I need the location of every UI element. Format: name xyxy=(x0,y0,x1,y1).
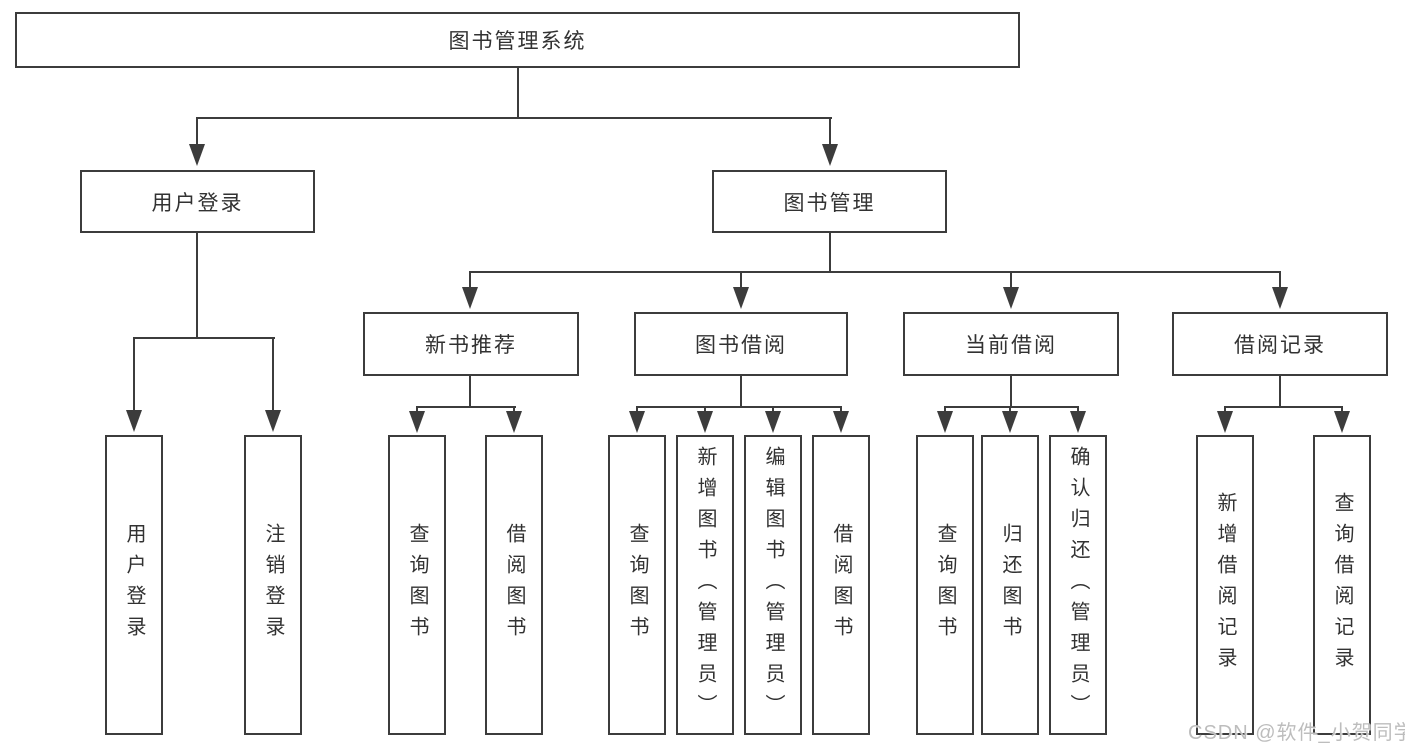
arrowhead-cb-query xyxy=(937,411,953,433)
leaf-logout-login: 注销登录 xyxy=(244,435,302,735)
leaf-bb-borrow-books: 借阅图书 xyxy=(812,435,870,735)
connector-book-borrow-trunk xyxy=(740,375,742,408)
leaf-bb-query-books-label: 查询图书 xyxy=(626,523,648,647)
leaf-cb-confirm-return-admin: 确认归还（管理员） xyxy=(1049,435,1107,735)
connector-user-login-trunk xyxy=(196,232,198,338)
leaf-br-query-record-label: 查询借阅记录 xyxy=(1331,492,1353,678)
leaf-cb-return-books: 归还图书 xyxy=(981,435,1039,735)
connector-drop-cb-confirm xyxy=(1077,406,1079,413)
connector-borrow-records-crossbar xyxy=(1224,406,1343,408)
connector-drop-nb-borrow xyxy=(513,406,515,413)
leaf-nb-query-books: 查询图书 xyxy=(388,435,446,735)
connector-drop-bb-query xyxy=(636,406,638,413)
node-current-borrow: 当前借阅 xyxy=(903,312,1119,376)
csdn-watermark: CSDN @软件_小贺同学 xyxy=(1188,722,1405,744)
leaf-cb-return-books-label: 归还图书 xyxy=(999,523,1021,647)
connector-drop-new-books xyxy=(469,271,471,288)
leaf-nb-query-books-label: 查询图书 xyxy=(406,523,428,647)
connector-drop-nb-query xyxy=(416,406,418,413)
leaf-bb-add-book-admin-label: 新增图书（管理员） xyxy=(694,445,716,725)
arrowhead-bb-edit xyxy=(765,411,781,433)
node-library-system: 图书管理系统 xyxy=(15,12,1020,68)
leaf-br-add-record-label: 新增借阅记录 xyxy=(1214,492,1236,678)
node-new-book-recommend: 新书推荐 xyxy=(363,312,579,376)
connector-drop-cb-return xyxy=(1009,406,1011,413)
connector-drop-leaf-user-login xyxy=(133,337,135,411)
arrowhead-book-borrow xyxy=(733,287,749,309)
node-book-borrow: 图书借阅 xyxy=(634,312,848,376)
node-book-management: 图书管理 xyxy=(712,170,947,233)
arrowhead-leaf-logout xyxy=(265,410,281,432)
connector-root-crossbar xyxy=(196,117,832,119)
connector-current-borrow-trunk xyxy=(1010,375,1012,408)
connector-borrow-records-trunk xyxy=(1279,375,1281,408)
leaf-cb-confirm-return-admin-label: 确认归还（管理员） xyxy=(1067,445,1089,725)
leaf-user-login: 用户登录 xyxy=(105,435,163,735)
connector-drop-bb-add xyxy=(704,406,706,413)
arrowhead-bb-borrow xyxy=(833,411,849,433)
connector-drop-bb-borrow xyxy=(840,406,842,413)
connector-drop-book-management xyxy=(829,117,831,145)
leaf-br-query-record: 查询借阅记录 xyxy=(1313,435,1371,735)
arrowhead-nb-query xyxy=(409,411,425,433)
node-current-borrow-label: 当前借阅 xyxy=(965,334,1057,357)
connector-drop-user-login xyxy=(196,117,198,145)
leaf-user-login-label: 用户登录 xyxy=(123,523,145,647)
connector-drop-br-add xyxy=(1224,406,1226,413)
leaf-bb-borrow-books-label: 借阅图书 xyxy=(830,523,852,647)
node-borrow-records: 借阅记录 xyxy=(1172,312,1388,376)
arrowhead-user-login xyxy=(189,144,205,166)
leaf-nb-borrow-books: 借阅图书 xyxy=(485,435,543,735)
arrowhead-current-borrow xyxy=(1003,287,1019,309)
arrowhead-br-query xyxy=(1334,411,1350,433)
connector-new-books-trunk xyxy=(469,375,471,408)
node-library-system-label: 图书管理系统 xyxy=(448,30,587,53)
node-user-login-label: 用户登录 xyxy=(151,191,244,215)
arrowhead-book-management xyxy=(822,144,838,166)
leaf-bb-query-books: 查询图书 xyxy=(608,435,666,735)
connector-book-management-crossbar xyxy=(469,271,1281,273)
leaf-bb-add-book-admin: 新增图书（管理员） xyxy=(676,435,734,735)
arrowhead-new-books xyxy=(462,287,478,309)
connector-drop-br-query xyxy=(1341,406,1343,413)
leaf-cb-query-books-label: 查询图书 xyxy=(934,523,956,647)
arrowhead-br-add xyxy=(1217,411,1233,433)
leaf-logout-login-label: 注销登录 xyxy=(262,523,284,647)
leaf-bb-edit-book-admin-label: 编辑图书（管理员） xyxy=(762,445,784,725)
arrowhead-cb-return xyxy=(1002,411,1018,433)
connector-root-trunk xyxy=(517,67,519,118)
connector-drop-leaf-logout xyxy=(272,337,274,411)
connector-drop-current-borrow xyxy=(1010,271,1012,288)
arrowhead-leaf-user-login xyxy=(126,410,142,432)
leaf-nb-borrow-books-label: 借阅图书 xyxy=(503,523,525,647)
leaf-br-add-record: 新增借阅记录 xyxy=(1196,435,1254,735)
connector-drop-bb-edit xyxy=(772,406,774,413)
node-book-management-label: 图书管理 xyxy=(783,191,876,215)
connector-new-books-crossbar xyxy=(416,406,516,408)
arrowhead-nb-borrow xyxy=(506,411,522,433)
arrowhead-bb-add xyxy=(697,411,713,433)
arrowhead-cb-confirm xyxy=(1070,411,1086,433)
connector-drop-borrow-records xyxy=(1279,271,1281,288)
connector-book-borrow-crossbar xyxy=(636,406,842,408)
node-book-borrow-label: 图书借阅 xyxy=(695,334,787,357)
connector-book-management-trunk xyxy=(829,232,831,273)
node-borrow-records-label: 借阅记录 xyxy=(1234,334,1326,357)
arrowhead-bb-query xyxy=(629,411,645,433)
connector-current-borrow-crossbar xyxy=(944,406,1079,408)
node-user-login: 用户登录 xyxy=(80,170,315,233)
leaf-bb-edit-book-admin: 编辑图书（管理员） xyxy=(744,435,802,735)
connector-drop-book-borrow xyxy=(740,271,742,288)
leaf-cb-query-books: 查询图书 xyxy=(916,435,974,735)
connector-user-login-crossbar xyxy=(133,337,275,339)
node-new-book-recommend-label: 新书推荐 xyxy=(425,334,517,357)
arrowhead-borrow-records xyxy=(1272,287,1288,309)
connector-drop-cb-query xyxy=(944,406,946,413)
